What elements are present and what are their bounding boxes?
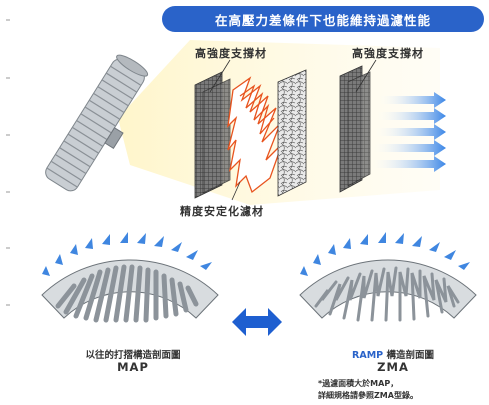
zma-inflow-arrows [300, 232, 470, 276]
banner-title: 在高壓力差條件下也能維持過濾性能 [162, 6, 484, 32]
zma-cross-section [299, 259, 477, 322]
map-cross-section [41, 259, 219, 323]
label-filter-media: 精度安定化濾材 [180, 205, 264, 218]
footnote-line-2: 詳細規格請參照ZMA型錄。 [318, 391, 418, 400]
support-mesh-left [194, 71, 231, 199]
footnote-line-1: *過濾面積大於MAP， [318, 379, 399, 388]
filter-cartridge [45, 54, 149, 192]
support-mesh-right [339, 65, 371, 193]
zma-caption-suffix: 構造剖面圖 [383, 350, 434, 361]
edge-dashes [6, 19, 10, 306]
map-caption: 以往的打摺構造剖面圖 [85, 350, 181, 361]
zma-caption-prefix: RAMP [352, 350, 384, 361]
compare-arrow-icon [232, 308, 282, 336]
footnote: *過濾面積大於MAP， 詳細規格請參照ZMA型錄。 [318, 378, 418, 402]
label-support-right: 高強度支撐材 [352, 47, 424, 60]
zma-name: ZMA [377, 360, 409, 374]
map-inflow-arrows [42, 232, 212, 276]
fiber-layer [277, 69, 307, 197]
flow-arrows [370, 92, 446, 172]
leader-lines [209, 59, 377, 201]
zma-caption: RAMP 構造剖面圖 [318, 347, 468, 361]
label-support-left: 高強度支撐材 [195, 47, 267, 60]
map-name: MAP [117, 360, 149, 374]
